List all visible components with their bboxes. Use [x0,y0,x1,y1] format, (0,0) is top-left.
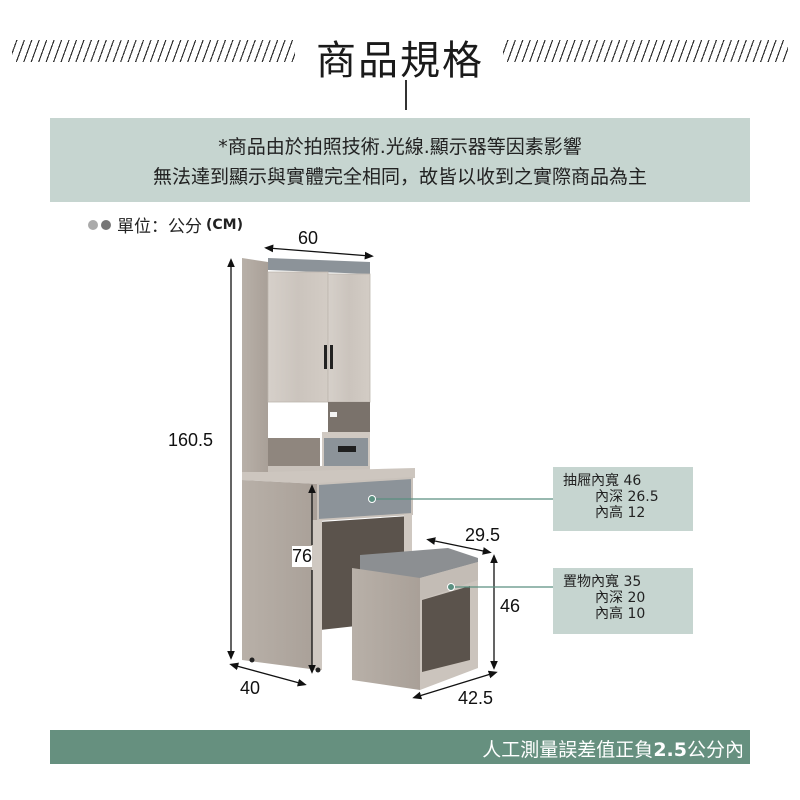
dim-height-label: 160.5 [168,430,214,450]
bullet-dot-icon [101,219,111,230]
dim-stool-height-label: 46 [500,596,521,616]
unit-suffix: (CM) [206,216,244,233]
storage-width: 35 [623,574,642,590]
decorative-hatch-right [503,40,788,62]
disclaimer-line-2: 無法達到顯示與實體完全相同，故皆以收到之實際商品為主 [152,166,647,188]
decorative-hatch-left [12,40,295,62]
tolerance-value: 2.5 [653,739,687,761]
storage-height: 10 [627,606,646,622]
storage-depth-label: 內深 [595,590,623,606]
dim-stool-width-label: 42.5 [458,688,494,708]
drawer-info-box: 抽屜內寬 46 內深 26.5 內高 12 [553,467,693,531]
drawer-depth-label: 內深 [595,489,623,505]
dim-stool-depth-label: 29.5 [465,525,501,545]
drawer-height: 12 [627,505,646,521]
dim-depth-label: 40 [240,678,261,698]
title-divider [405,80,407,110]
drawer-width: 46 [623,473,642,489]
storage-height-label: 內高 [595,606,623,622]
dim-width-label: 60 [298,228,319,248]
dim-desk-height-label: 76 [292,546,313,567]
storage-depth: 20 [627,590,646,606]
unit-label: 單位：公分 (CM) [88,212,243,237]
storage-title: 置物內寬 [563,574,619,590]
unit-text: 單位：公分 [117,217,202,237]
disclaimer-line-1: *商品由於拍照技術.光線.顯示器等因素影響 [218,136,582,158]
drawer-title: 抽屜內寬 [563,473,619,489]
page-title: 商品規格 [316,38,484,84]
tolerance-footer: 人工測量誤差值正負2.5公分內 [50,730,750,764]
drawer-height-label: 內高 [595,505,623,521]
tolerance-prefix: 人工測量誤差值正負 [482,739,654,761]
tolerance-text: 人工測量誤差值正負2.5公分內 [482,735,744,762]
bullet-dot-icon [88,219,98,230]
disclaimer-banner: *商品由於拍照技術.光線.顯示器等因素影響 無法達到顯示與實體完全相同，故皆以收… [50,118,750,202]
storage-info-box: 置物內寬 35 內深 20 內高 10 [553,568,693,634]
drawer-depth: 26.5 [627,489,659,505]
tolerance-suffix: 公分內 [686,739,744,761]
